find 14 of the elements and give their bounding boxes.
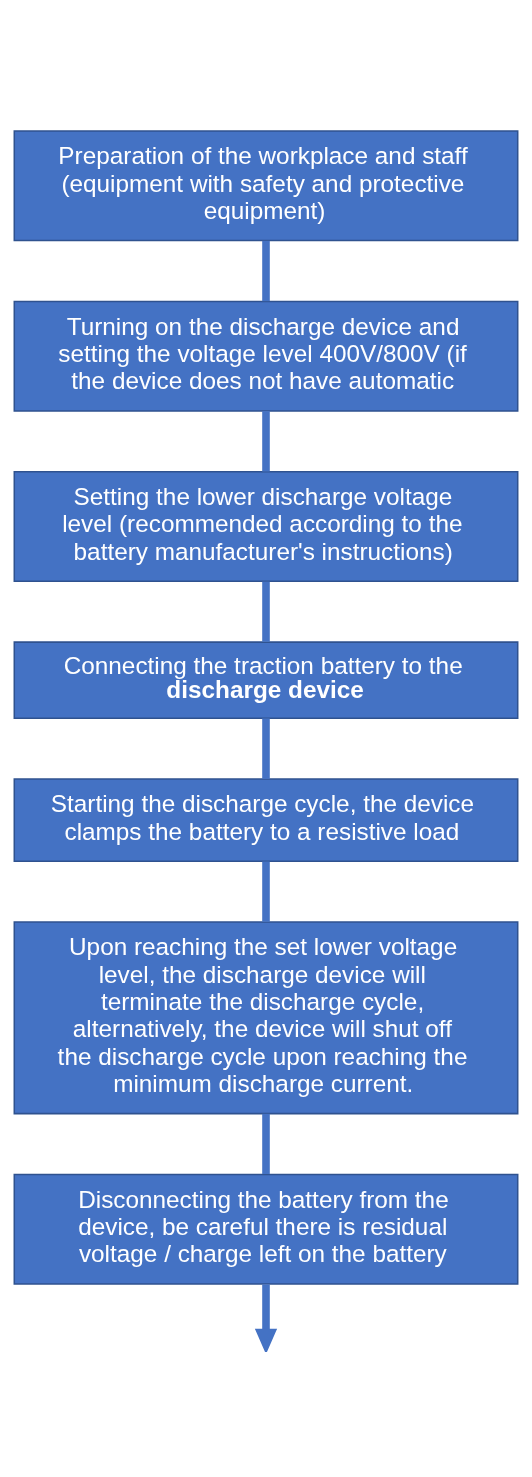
connector	[262, 1113, 270, 1175]
connector	[262, 581, 270, 642]
connector	[262, 411, 270, 472]
node-box: Connecting the traction battery to the discharge device	[13, 641, 519, 719]
node-box: Disconnecting the battery from the device, be careful there is residual voltage / charge left on the battery	[13, 1173, 519, 1285]
node-box: Starting the discharge cycle, the device clamps the battery to a resistive load	[13, 778, 519, 862]
connector	[262, 240, 270, 302]
node-box: Turning on the discharge device and setting the voltage level 400V/800V (if the device does not have automatic	[13, 300, 519, 412]
connector	[262, 718, 270, 779]
node-box: Setting the lower discharge voltage level (recommended according to the battery manufacturer's instructions)	[13, 471, 519, 583]
node-box: Upon reaching the set lower voltage level, the discharge device will terminate the discharge cycle, alternatively, the device will shut off the discharge cycle upon reaching the minimum discharge current.	[13, 921, 519, 1115]
arrow	[254, 1284, 278, 1352]
connector	[262, 861, 270, 922]
node-box: Preparation of the workplace and staff (equipment with safety and protective equipment)	[13, 130, 519, 242]
